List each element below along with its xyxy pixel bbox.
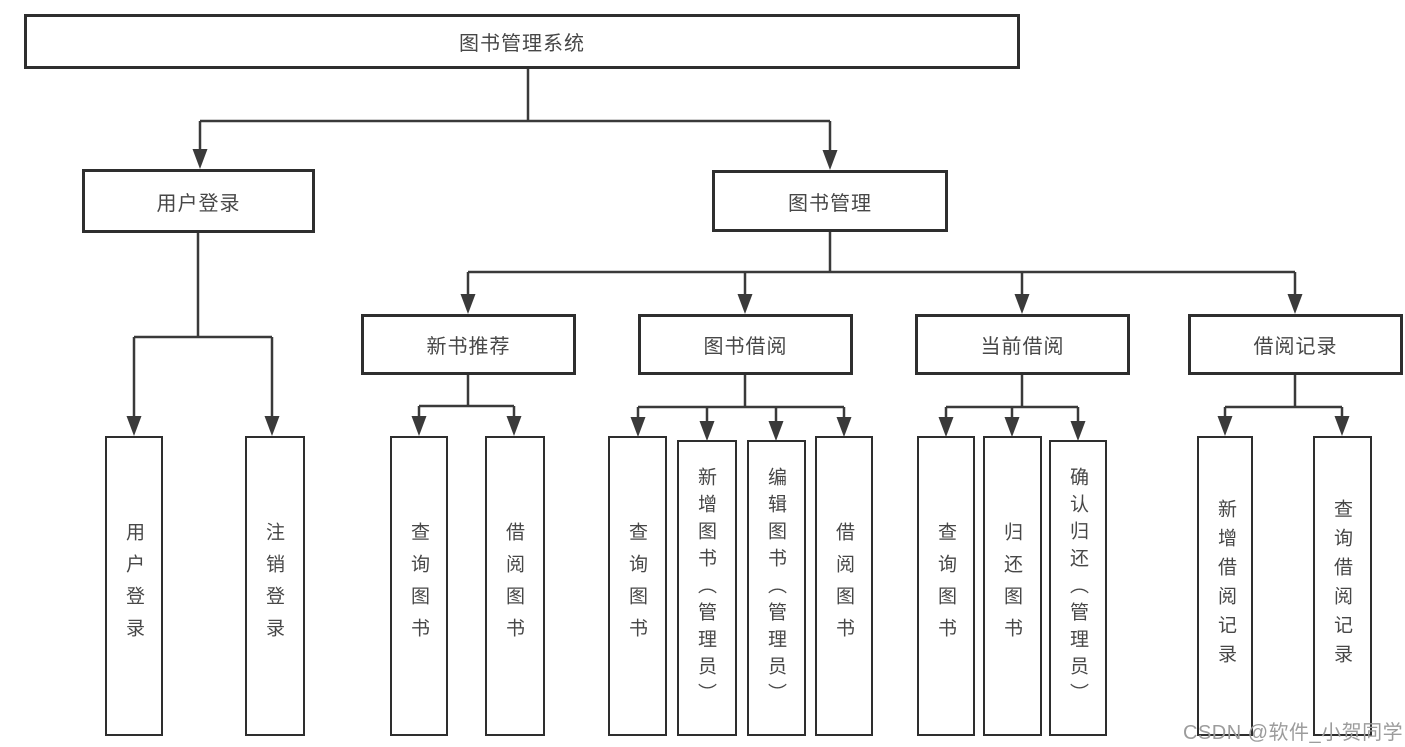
node-new-book-recommendation: 新书推荐 (361, 314, 576, 375)
node-book-borrowing: 图书借阅 (638, 314, 853, 375)
leaf-return-books: 归还图书 (983, 436, 1042, 736)
watermark: CSDN @软件_小贺同学 (1183, 722, 1404, 744)
leaf-query-borrow-record: 查询借阅记录 (1313, 436, 1372, 736)
node-user-login: 用户登录 (82, 169, 315, 233)
leaf-query-books-current: 查询图书 (917, 436, 975, 736)
node-book-management: 图书管理 (712, 170, 948, 232)
leaf-confirm-return-admin: 确认归还（管理员） (1049, 440, 1107, 736)
node-borrowing-records: 借阅记录 (1188, 314, 1403, 375)
leaf-edit-book-admin: 编辑图书（管理员） (747, 440, 806, 736)
leaf-add-book-admin: 新增图书（管理员） (677, 440, 737, 736)
leaf-borrow-books-borrowing: 借阅图书 (815, 436, 873, 736)
leaf-user-login: 用户登录 (105, 436, 163, 736)
leaf-query-books-recommend: 查询图书 (390, 436, 448, 736)
leaf-logout: 注销登录 (245, 436, 305, 736)
node-root: 图书管理系统 (24, 14, 1020, 69)
leaf-add-borrow-record: 新增借阅记录 (1197, 436, 1253, 736)
node-current-borrowing: 当前借阅 (915, 314, 1130, 375)
leaf-query-books-borrowing: 查询图书 (608, 436, 667, 736)
leaf-borrow-books-recommend: 借阅图书 (485, 436, 545, 736)
